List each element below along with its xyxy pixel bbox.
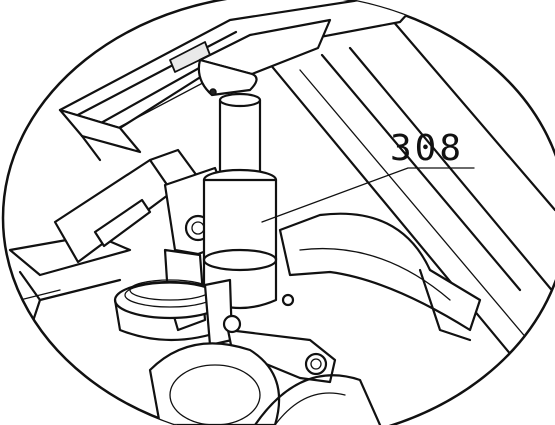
right-diagonal-beam — [248, 18, 555, 422]
wheel — [148, 342, 382, 425]
top-frame-rail — [58, 0, 422, 162]
callout-label: 308 — [390, 128, 464, 169]
tilt-lever — [53, 148, 202, 264]
callout-leader-line — [261, 167, 475, 223]
mounting-plate — [278, 212, 482, 342]
link-arm — [203, 278, 337, 384]
post-308 — [197, 18, 332, 310]
assembly-drawing — [8, 0, 555, 425]
